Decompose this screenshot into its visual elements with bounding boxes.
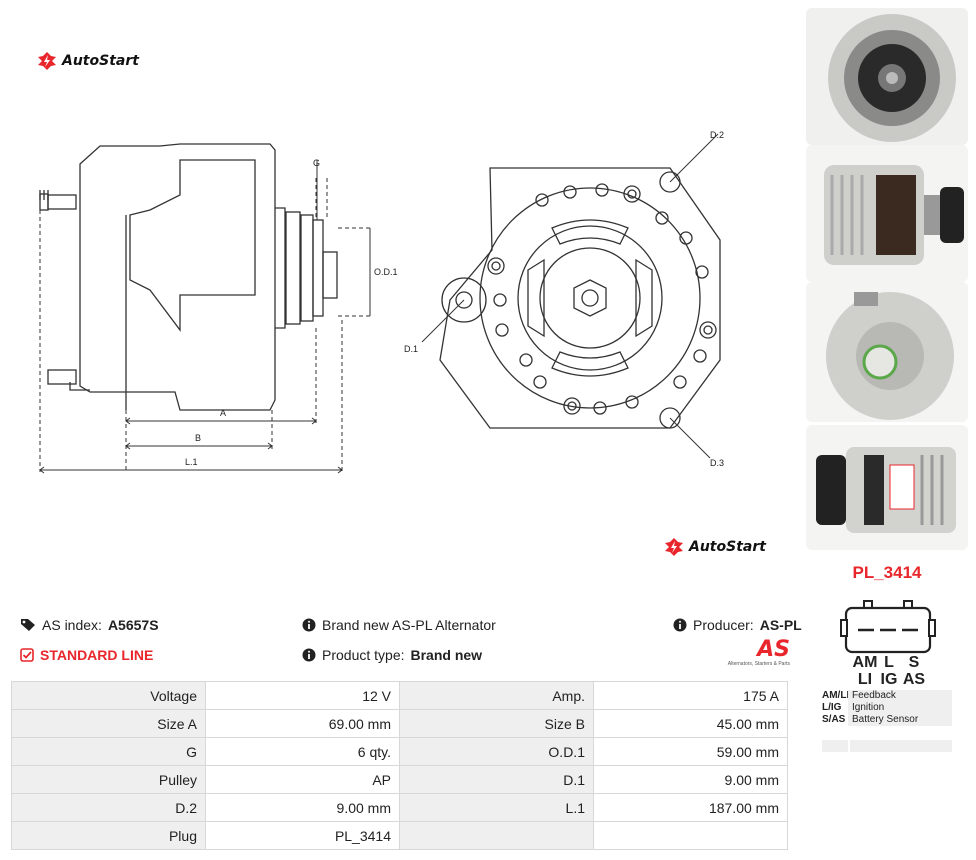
spec-value: 187.00 mm (593, 793, 788, 822)
legend-desc: Feedback (848, 690, 952, 702)
spec-label: O.D.1 (399, 737, 594, 766)
product-photo-top[interactable] (806, 425, 968, 550)
spec-label: Voltage (11, 681, 206, 710)
label-d3: D.3 (710, 458, 724, 468)
description-text: Brand new AS-PL Alternator (322, 617, 496, 633)
as-pl-tagline: Alternators, Starters & Parts (727, 661, 790, 667)
legend-key: L/IG (822, 702, 842, 713)
check-square-icon (20, 648, 34, 662)
spec-label: Plug (11, 821, 206, 850)
label-od1: O.D.1 (374, 267, 398, 277)
producer-label: Producer: (693, 617, 754, 633)
spec-value: 59.00 mm (593, 737, 788, 766)
pin-as: AS (902, 671, 926, 688)
description: Brand new AS-PL Alternator (302, 617, 496, 633)
autostart-logo-icon (665, 538, 683, 556)
product-type: Product type: Brand new (302, 647, 482, 663)
as-pl-logo: AS Alternators, Starters & Parts (716, 637, 790, 668)
legend-key (822, 740, 848, 752)
spec-label: Pulley (11, 765, 206, 794)
autostart-logo: AutoStart (37, 51, 139, 71)
producer: Producer: AS-PL (673, 617, 802, 633)
info-circle-icon (302, 648, 316, 662)
spec-value: 6 qty. (205, 737, 400, 766)
as-pl-logo-text: AS (757, 637, 790, 662)
spec-label: Size B (399, 709, 594, 738)
as-index-value: A5657S (107, 617, 159, 633)
legend-desc: Battery Sensor (848, 714, 952, 726)
plug-legend-row (822, 740, 952, 752)
product-type-value: Brand new (410, 647, 483, 663)
autostart-logo-text: AutoStart (62, 53, 139, 69)
technical-drawing: G O.D.1 A B L.1 D.1 D.2 D.3 (39, 130, 724, 474)
spec-value: AP (205, 765, 400, 794)
autostart-logo-icon (38, 52, 56, 70)
legend-desc: Ignition (848, 702, 952, 714)
spec-label (399, 821, 594, 850)
front-view (439, 167, 721, 429)
autostart-logo-secondary: AutoStart (664, 537, 766, 557)
legend-key: S/AS (822, 714, 846, 725)
spec-value: 45.00 mm (593, 709, 788, 738)
label-a: A (220, 408, 226, 418)
product-type-label: Product type: (322, 647, 405, 663)
product-photo-rear[interactable] (806, 282, 968, 422)
producer-value: AS-PL (759, 617, 802, 633)
legend-key: AM/LI (822, 690, 850, 701)
pin-am: AM (852, 654, 878, 671)
spec-label: Size A (11, 709, 206, 738)
spec-value: 69.00 mm (205, 709, 400, 738)
autostart-logo-text: AutoStart (689, 539, 766, 555)
plug-legend-row: S/AS Battery Sensor (822, 714, 952, 726)
plug-legend-row: L/IG Ignition (822, 702, 952, 714)
label-d1: D.1 (404, 344, 418, 354)
as-index: AS index: A5657S (20, 617, 159, 633)
as-index-label: AS index: (42, 617, 102, 633)
part-number: PL_3414 (852, 563, 922, 582)
tag-icon (21, 619, 35, 631)
spec-value: 175 A (593, 681, 788, 710)
spec-label: G (11, 737, 206, 766)
spec-value: PL_3414 (205, 821, 400, 850)
spec-label: Amp. (399, 681, 594, 710)
spec-value (593, 821, 788, 850)
product-photo-side[interactable] (806, 145, 968, 282)
plug-diagram (840, 600, 936, 654)
standard-line-badge: STANDARD LINE (20, 647, 153, 663)
label-b: B (195, 433, 201, 443)
spec-value: 12 V (205, 681, 400, 710)
spec-value: 9.00 mm (205, 793, 400, 822)
spec-label: L.1 (399, 793, 594, 822)
spec-label: D.1 (399, 765, 594, 794)
info-circle-icon (673, 618, 687, 632)
pin-li: LI (857, 671, 873, 688)
product-photo-front[interactable] (806, 8, 968, 145)
legend-desc (850, 740, 952, 752)
pin-ig: IG (880, 671, 898, 688)
label-g: G (313, 158, 320, 168)
plug-legend-row: AM/LI Feedback (822, 690, 952, 702)
label-l1: L.1 (185, 457, 198, 467)
spec-value: 9.00 mm (593, 765, 788, 794)
info-circle-icon (302, 618, 316, 632)
spec-label: D.2 (11, 793, 206, 822)
pin-s: S (908, 654, 920, 671)
label-d2: D.2 (710, 130, 724, 140)
standard-line-text: STANDARD LINE (40, 647, 154, 663)
pin-l: L (884, 654, 894, 671)
side-view-outline (79, 143, 276, 411)
plug-legend: AM/LI Feedback L/IG Ignition S/AS Batter… (822, 690, 952, 752)
